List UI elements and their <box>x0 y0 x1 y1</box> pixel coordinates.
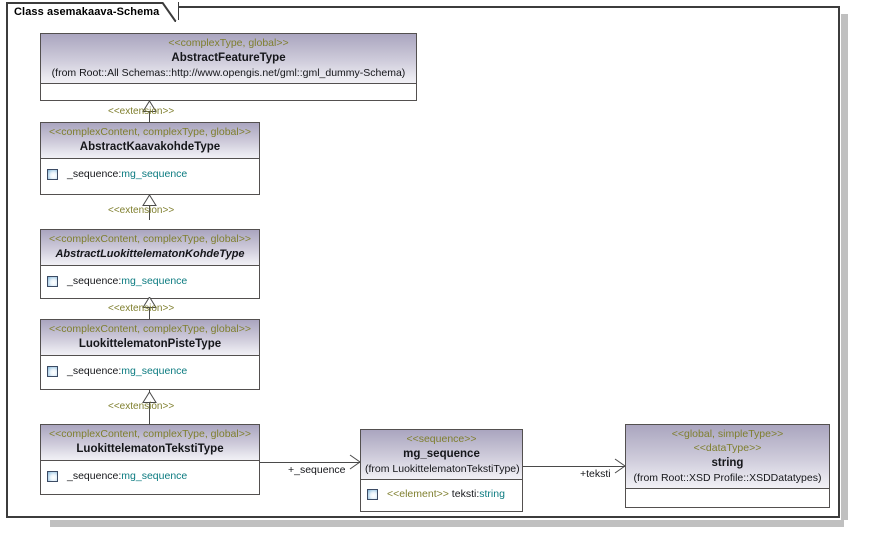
attribute-row: <<element>> teksti:string <box>387 488 505 500</box>
class-header: <<global, simpleType>> <<dataType>> stri… <box>626 425 829 489</box>
connector-extension-4-line <box>149 390 150 424</box>
class-namespace: (from Root::All Schemas::http://www.open… <box>51 67 406 79</box>
connector-extension-1-label: <<extension>> <box>108 106 175 117</box>
class-stereotype: <<complexContent, complexType, global>> <box>49 126 251 138</box>
connector-assoc-sequence-label: +_sequence <box>288 464 346 476</box>
connector-extension-4-label: <<extension>> <box>108 401 175 412</box>
connector-extension-3-line <box>149 299 150 319</box>
class-header: <<complexContent, complexType, global>> … <box>41 425 259 461</box>
attribute-icon <box>47 169 58 180</box>
connector-extension-1-arrowhead <box>142 101 157 112</box>
class-attributes-compartment <box>41 84 416 98</box>
class-stereotype: <<complexType, global>> <box>168 37 289 49</box>
attribute-type: mg_sequence <box>121 274 188 287</box>
attribute-type: mg_sequence <box>121 364 188 377</box>
diagram-title-tab[interactable]: Class asemakaava-Schema <box>6 2 180 22</box>
attribute-type: mg_sequence <box>121 168 188 180</box>
class-box-abstract-luokittelematon-kohde-type[interactable]: <<complexContent, complexType, global>> … <box>40 229 260 299</box>
class-name: AbstractLuokittelematonKohdeType <box>55 248 245 260</box>
attribute-stereotype: <<element>> <box>387 488 449 500</box>
class-attributes-compartment <box>626 489 829 503</box>
connector-extension-3-label: <<extension>> <box>108 303 175 314</box>
class-box-luokittelematon-teksti-type[interactable]: <<complexContent, complexType, global>> … <box>40 424 260 495</box>
class-stereotype: <<global, simpleType>> <box>671 428 784 440</box>
class-attributes-compartment: _sequence:mg_sequence <box>41 159 259 190</box>
class-box-abstract-kaavakohde-type[interactable]: <<complexContent, complexType, global>> … <box>40 122 260 195</box>
class-header: <<complexContent, complexType, global>> … <box>41 230 259 266</box>
class-name: LuokittelematonPisteType <box>78 338 222 350</box>
class-name: string <box>711 457 744 469</box>
class-box-mg-sequence[interactable]: <<sequence>> mg_sequence (from Luokittel… <box>360 429 523 512</box>
class-name: AbstractKaavakohdeType <box>79 141 221 153</box>
attribute-icon <box>47 275 58 287</box>
attribute-type: string <box>479 488 505 500</box>
class-stereotype: <<sequence>> <box>406 433 477 445</box>
connector-assoc-teksti-line <box>523 466 625 467</box>
class-attributes-compartment: _sequence:mg_sequence <box>41 266 259 296</box>
connector-extension-4-arrowhead <box>142 392 157 403</box>
class-attributes-compartment: <<element>> teksti:string <box>361 480 522 509</box>
attribute-icon <box>367 489 378 500</box>
attribute-icon <box>47 365 58 377</box>
class-stereotype: <<complexContent, complexType, global>> <box>49 428 251 440</box>
class-header: <<complexContent, complexType, global>> … <box>41 123 259 159</box>
attribute-row: _sequence:mg_sequence <box>67 168 188 180</box>
class-namespace: (from Root::XSD Profile::XSDDatatypes) <box>633 472 822 484</box>
connector-extension-2-line <box>149 195 150 220</box>
class-name: AbstractFeatureType <box>171 52 286 64</box>
class-box-luokittelematon-piste-type[interactable]: <<complexContent, complexType, global>> … <box>40 319 260 390</box>
class-header: <<complexContent, complexType, global>> … <box>41 320 259 356</box>
class-attributes-compartment: _sequence:mg_sequence <box>41 356 259 386</box>
attribute-row: _sequence:mg_sequence <box>67 364 188 377</box>
class-header: <<complexType, global>> AbstractFeatureT… <box>41 34 416 84</box>
class-box-string[interactable]: <<global, simpleType>> <<dataType>> stri… <box>625 424 830 508</box>
attribute-type: mg_sequence <box>121 469 188 482</box>
connector-extension-3-arrowhead <box>142 297 157 308</box>
attribute-row: _sequence:mg_sequence <box>67 274 188 287</box>
class-header: <<sequence>> mg_sequence (from Luokittel… <box>361 430 522 480</box>
class-attributes-compartment: _sequence:mg_sequence <box>41 461 259 491</box>
diagram-title-text: Class asemakaava-Schema <box>14 6 160 18</box>
attribute-row: _sequence:mg_sequence <box>67 469 188 482</box>
class-box-abstract-feature-type[interactable]: <<complexType, global>> AbstractFeatureT… <box>40 33 417 101</box>
connector-assoc-sequence-line <box>260 462 360 463</box>
connector-extension-2-arrowhead <box>142 195 157 206</box>
class-name: LuokittelematonTekstiType <box>76 443 224 455</box>
class-namespace: (from LuokittelematonTekstiType) <box>365 463 520 475</box>
class-stereotype: <<complexContent, complexType, global>> <box>49 323 251 335</box>
attribute-icon <box>47 470 58 482</box>
class-name: mg_sequence <box>403 448 480 460</box>
class-stereotype-secondary: <<dataType>> <box>693 442 762 454</box>
connector-assoc-teksti-label: +teksti <box>580 468 611 480</box>
connector-extension-2-label: <<extension>> <box>108 205 175 216</box>
class-stereotype: <<complexContent, complexType, global>> <box>49 233 251 245</box>
frame-shadow-right <box>841 14 848 520</box>
tab-slant-decoration <box>162 2 179 22</box>
frame-shadow-bottom <box>50 520 844 527</box>
